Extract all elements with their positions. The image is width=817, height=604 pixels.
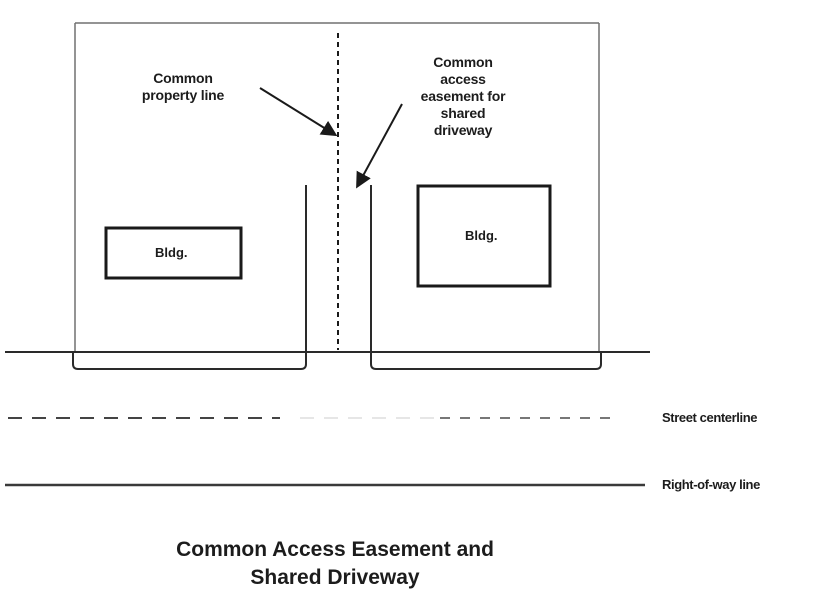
building-right [416,184,552,288]
arrow-to-property-line [259,87,338,137]
arrow-to-easement [356,103,403,189]
diagram-title-line1: Common Access Easement and [176,538,494,561]
easement-callout-line4: shared [440,105,486,121]
easement-callout-line5: driveway [433,122,493,138]
shared-driveway [72,185,602,370]
diagram-title-line2: Shared Driveway [250,566,420,589]
building-left-label: Bldg. [155,245,188,260]
easement-callout: Common access easement for shared drivew… [404,54,522,139]
property-line-callout: Common property line [128,70,238,104]
property-line-callout-line2: property line [141,87,225,103]
driveway-right-edge [370,185,602,370]
easement-callout-line3: easement for [420,88,506,104]
right-of-way-label: Right-of-way line [662,477,760,492]
building-right-label: Bldg. [465,228,498,243]
lot-lines [74,22,600,352]
easement-callout-line2: access [440,71,486,87]
easement-callout-line1: Common [433,54,493,70]
building-left [104,226,243,280]
street-centerline-label: Street centerline [662,410,758,425]
property-line-callout-line1: Common [153,70,213,86]
driveway-left-edge [72,185,307,370]
